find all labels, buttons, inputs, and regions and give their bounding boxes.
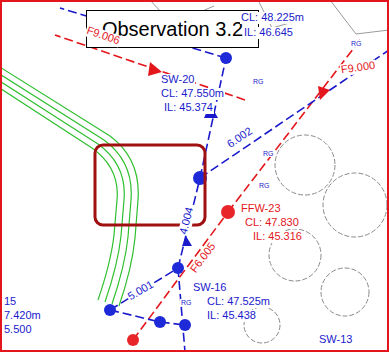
grating-tag: RG [258, 182, 271, 189]
level-label: CL: 47.525m [206, 296, 271, 308]
title-text: Observation 3.2 [102, 18, 243, 40]
manhole [172, 262, 184, 274]
manhole [221, 205, 235, 219]
level-label: IL: 45.316 [252, 231, 303, 243]
manhole [127, 334, 139, 346]
level-label: 5.500 [3, 324, 33, 336]
grating-tag: RG [262, 150, 275, 157]
manhole [220, 52, 232, 64]
storm-pipe [178, 268, 185, 352]
manhole [154, 316, 166, 328]
level-label: SW-20 [160, 74, 195, 86]
manhole [104, 304, 116, 316]
tree-symbol [323, 173, 387, 237]
kerb-lines [0, 64, 138, 306]
kerb-line [0, 78, 124, 302]
tree-symbol [275, 135, 335, 195]
tree-symbol [321, 268, 369, 316]
level-label: FFW-23 [240, 203, 282, 215]
level-label: IL: 45.374 [163, 102, 214, 114]
storm-pipe [110, 310, 185, 325]
level-label: SW-16 [192, 282, 227, 294]
foul-pipes [55, 35, 360, 340]
grating-tag: RG [252, 78, 265, 85]
level-label: IL: 46.645 [243, 27, 294, 39]
storm-pipe [110, 268, 178, 310]
level-label: CL: 47.830 [244, 217, 300, 229]
storm-pipe [200, 50, 389, 178]
kerb-line [0, 85, 117, 300]
flow-arrow [182, 236, 192, 246]
flow-arrows [124, 22, 330, 246]
kerb-line [0, 64, 138, 306]
kerb-line [0, 71, 131, 304]
level-label: 7.420m [3, 310, 42, 322]
level-label: CL: 47.550m [160, 88, 225, 100]
level-label: CL: 48.225m [240, 12, 305, 24]
level-label: IL: 45.438 [206, 310, 257, 322]
grating-tag: RG [180, 299, 193, 306]
manhole [179, 319, 191, 331]
level-label: 15 [3, 296, 17, 308]
storm-pipes [60, 8, 389, 352]
grating-tag: RG [350, 40, 363, 47]
level-label: SW-13 [318, 334, 353, 346]
tree-symbols [244, 135, 387, 343]
flow-arrow [318, 86, 330, 100]
